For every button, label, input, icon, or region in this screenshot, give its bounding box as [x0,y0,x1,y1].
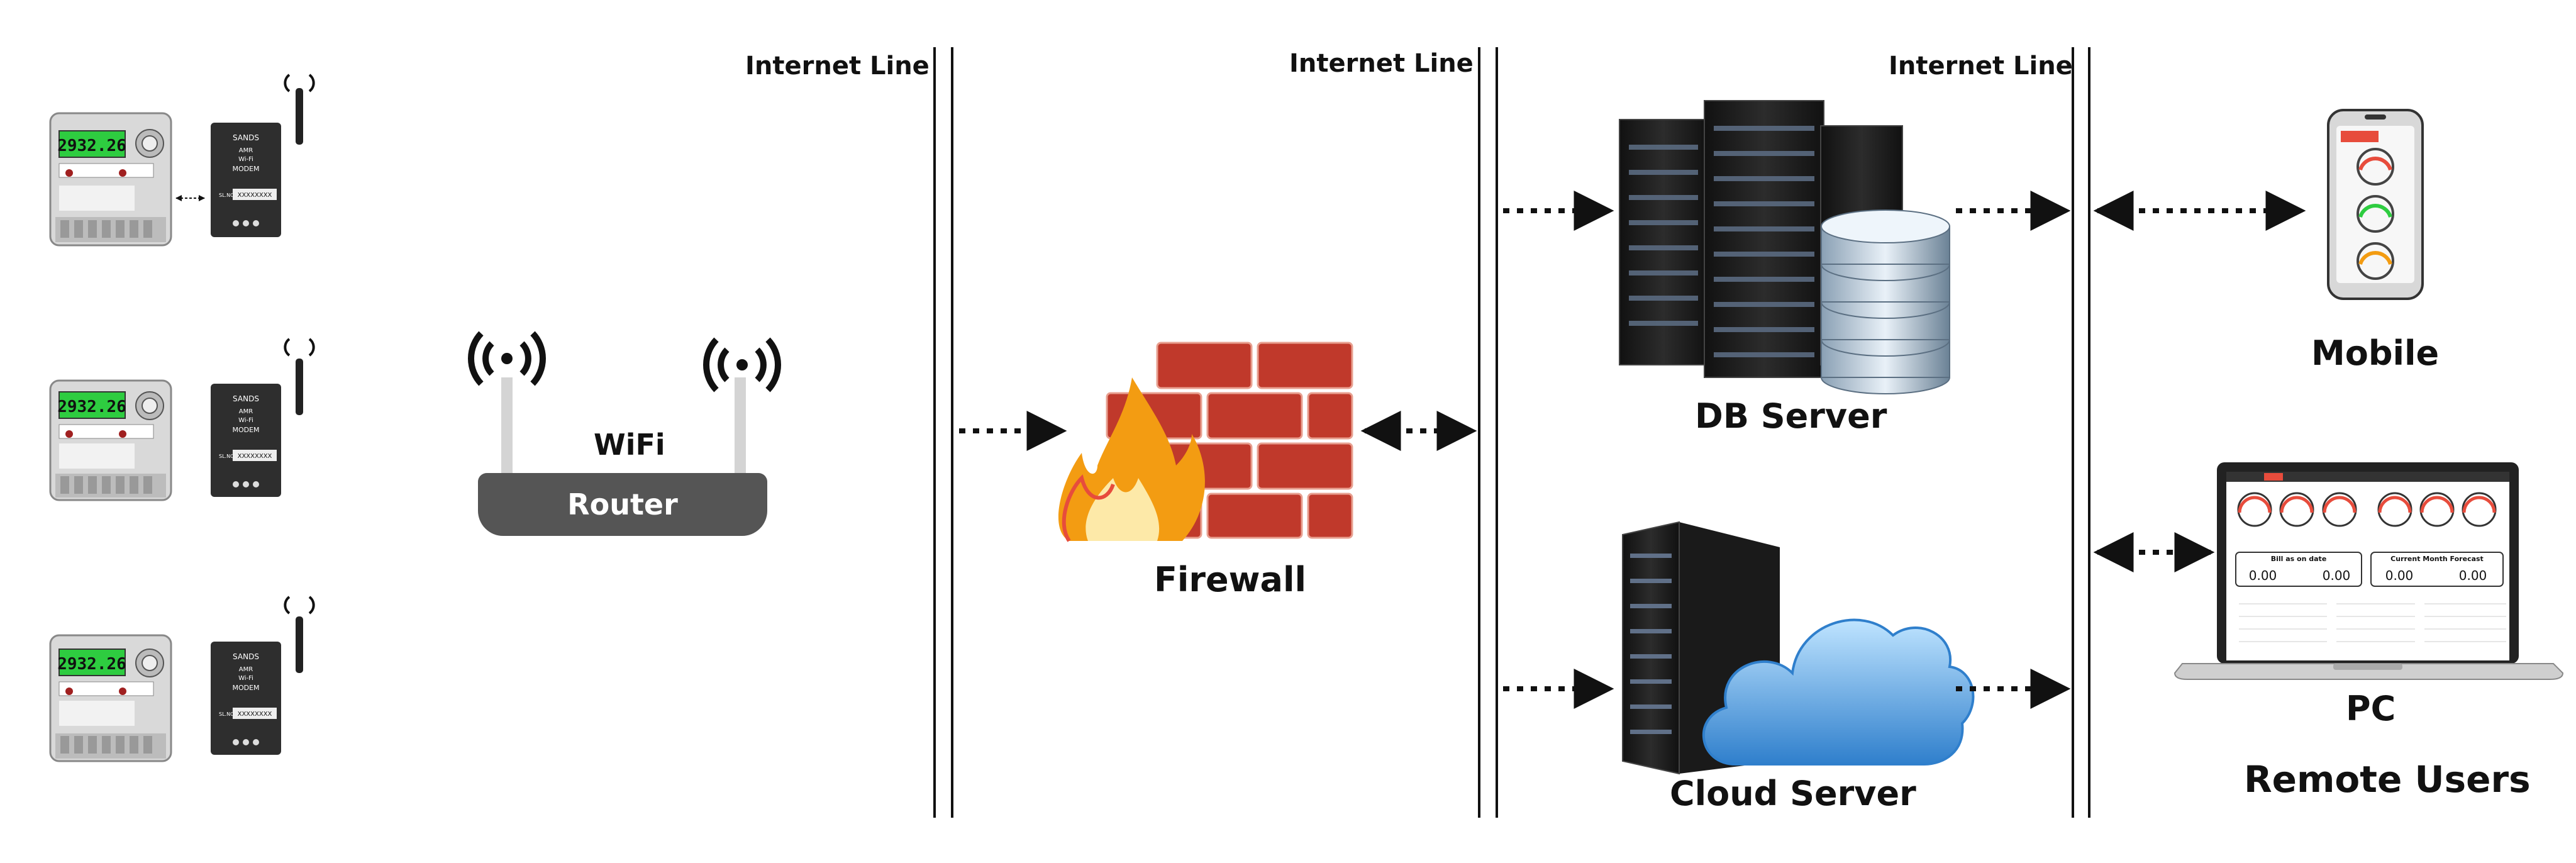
mobile-label: Mobile [2311,333,2440,373]
modem-line1: AMR [239,666,253,673]
database-icon [1821,209,1950,394]
db-server-label: DB Server [1695,396,1887,436]
internet-line-label-2: Internet Line [1289,49,1474,78]
modem-brand: SANDS [233,652,259,661]
firewall-label: Firewall [1154,560,1306,599]
meter-modem-3: 2932.26 SANDS AMR Wi-Fi MODEM SL.NO. XXX… [49,596,315,762]
modem-serial-label: SL.NO. [219,192,236,198]
modem-serial-label: SL.NO. [219,454,236,459]
energy-meter: 2932.26 [49,112,172,247]
wifi-modem: SANDS AMR Wi-Fi MODEM SL.NO. XXXXXXXX [211,338,315,497]
antenna [296,359,303,415]
modem-serial-label: SL.NO. [219,711,236,717]
pc-card2-title: Current Month Forecast [2390,555,2484,563]
wifi-modem: SANDS AMR Wi-Fi MODEM SL.NO. XXXXXXXX [211,74,315,237]
modem-line1: AMR [239,408,253,415]
wifi-signal-icon-right [703,337,781,393]
separator-2 [1478,47,1498,818]
firewall-icon [1058,342,1353,542]
meter-display-text: 2932.26 [57,136,126,155]
meter-modem-2: 2932.26 SANDS AMR Wi-Fi MODEM SL.NO. XXX… [49,338,315,501]
modem-serial: XXXXXXXX [238,711,272,718]
pc-card-forecast [2370,552,2504,587]
separator-3 [2072,47,2090,818]
modem-line2: Wi-Fi [238,417,253,424]
router-antennas [468,331,781,478]
pc-card2-value-a: 0.00 [2385,568,2414,583]
router-body [478,473,767,536]
modem-line3: MODEM [232,684,259,692]
cloud-server-label: Cloud Server [1670,774,1916,813]
laptop-icon: Bill as on date 0.00 0.00 Current Month … [2174,462,2564,680]
modem-brand: SANDS [233,133,259,142]
meter-display-text: 2932.26 [57,655,126,674]
pc-card-bill [2235,552,2362,587]
modem-line2: Wi-Fi [238,675,253,682]
modem-line2: Wi-Fi [238,156,253,163]
pc-card1-title: Bill as on date [2271,555,2327,563]
mobile-phone-icon [2327,109,2424,300]
router-label: Router [567,487,678,521]
pc-label: PC [2346,689,2396,728]
separator-1 [933,47,953,818]
pc-card2-value-b: 0.00 [2459,568,2487,583]
modem-line3: MODEM [232,426,259,434]
antenna [296,88,303,145]
energy-meter: 2932.26 [49,379,172,501]
antenna [296,616,303,673]
remote-users-label: Remote Users [2244,758,2531,801]
modem-serial: XXXXXXXX [238,192,272,199]
flame-icon [1058,377,1205,541]
internet-line-label-3: Internet Line [1889,52,2073,81]
meter-modem-1: 2932.26 SANDS AMR Wi-Fi MODEM SL.NO. [49,74,315,247]
cloud-icon [1702,618,1975,766]
modem-line1: AMR [239,147,253,154]
db-server-icon [1619,100,1950,394]
pc-card1-value-a: 0.00 [2249,568,2277,583]
wifi-signal-icon-left [468,331,546,386]
internet-line-label-1: Internet Line [745,52,930,81]
meter-display-text: 2932.26 [57,398,126,416]
modem-serial: XXXXXXXX [238,453,272,460]
modem-line3: MODEM [232,165,259,173]
wifi-label: WiFi [594,428,665,462]
pc-card1-value-b: 0.00 [2323,568,2351,583]
modem-brand: SANDS [233,394,259,403]
energy-meter: 2932.26 [49,634,172,762]
wifi-modem: SANDS AMR Wi-Fi MODEM SL.NO. XXXXXXXX [211,596,315,755]
cloud-server-icon [1622,521,1975,775]
